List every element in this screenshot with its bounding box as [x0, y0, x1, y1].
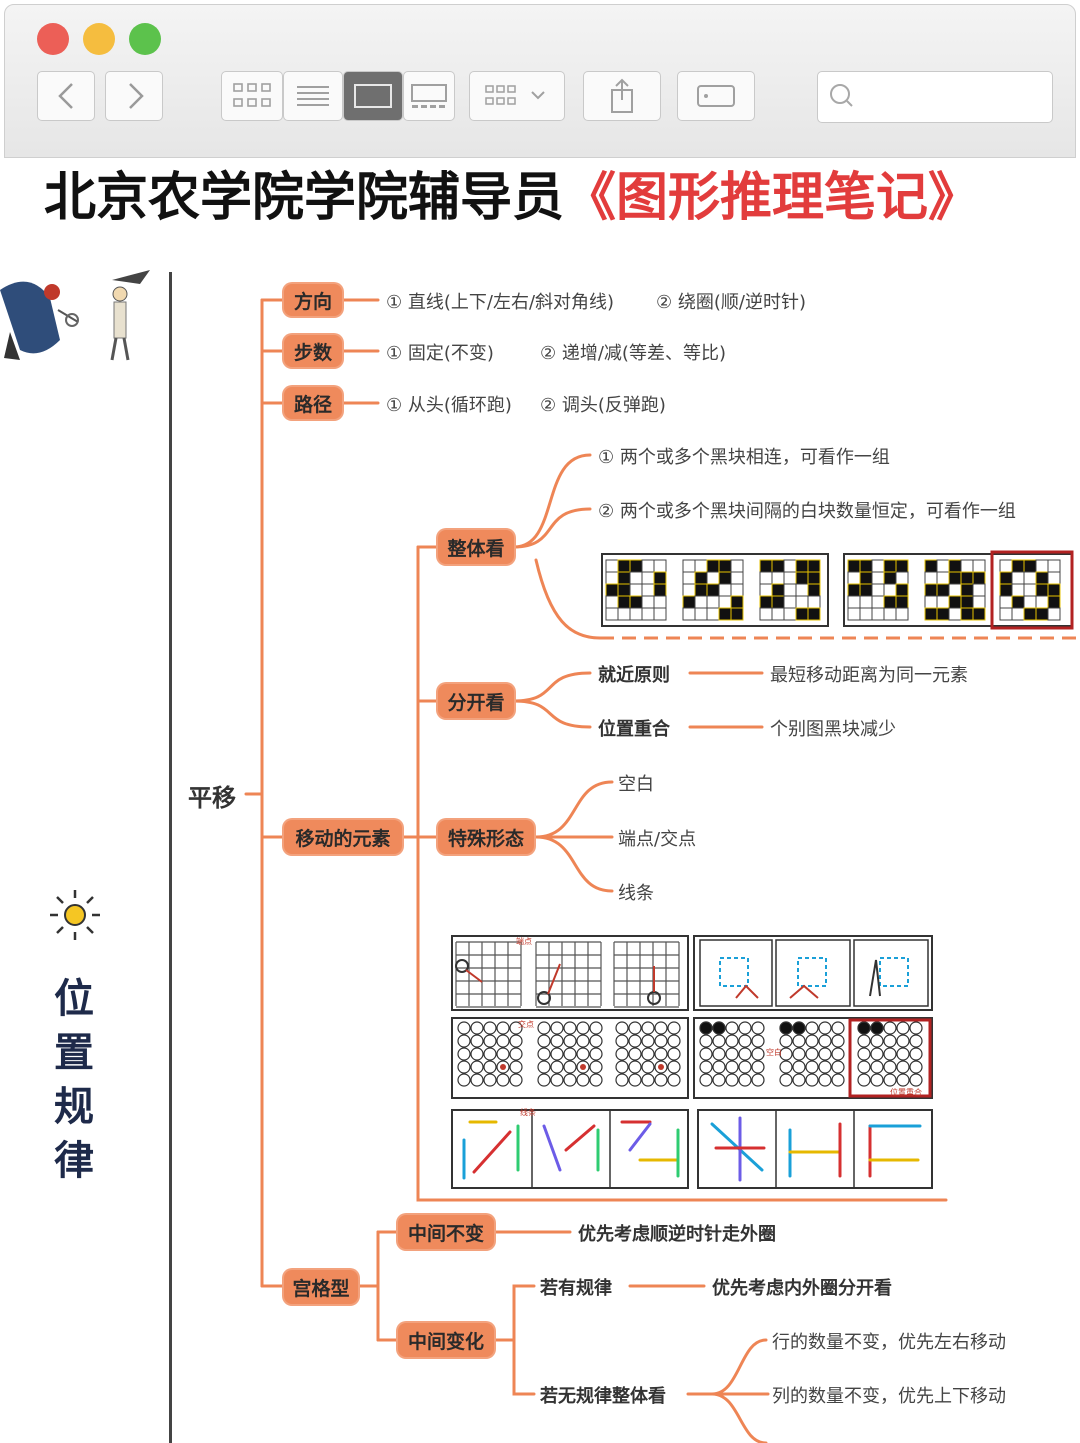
intersection-label: 交点 — [518, 1019, 534, 1029]
side-title-char: 置 — [54, 1029, 94, 1076]
position-overlap-desc: 个别图黑块减少 — [770, 719, 896, 740]
irregular-key: 若无规律整体看 — [540, 1386, 666, 1407]
tag-icon — [697, 85, 735, 107]
tag-button[interactable] — [677, 71, 755, 121]
column-icon — [354, 84, 392, 108]
page-title: 北京农学院学院辅导员《图形推理笔记》 — [44, 158, 1064, 238]
lines-label: 线条 — [520, 1107, 536, 1117]
chevron-left-icon — [58, 83, 73, 109]
cartoon-illustration — [0, 270, 150, 361]
forward-button[interactable] — [105, 71, 163, 121]
tag-overall-view: 整体看 — [438, 530, 514, 564]
regular-desc: 优先考虑内外圈分开看 — [712, 1278, 892, 1299]
icon-view-button[interactable] — [221, 71, 283, 121]
window-titlebar — [4, 4, 1076, 158]
pattern-grid — [605, 559, 667, 621]
irregular-item-2: 列的数量不变，优先上下移动 — [772, 1386, 1006, 1407]
tag-path: 路径 — [284, 387, 342, 419]
search-icon — [830, 84, 853, 107]
special-endpoint: 端点/交点 — [618, 829, 697, 850]
direction-item-1: ① 直线(上下/左右/斜对角线) — [386, 292, 615, 313]
side-title-char: 位 — [54, 975, 94, 1022]
path-item-2: ② 调头(反弹跑) — [540, 395, 666, 416]
search-input[interactable] — [817, 71, 1053, 123]
list-view-button[interactable] — [283, 71, 343, 121]
overall-item-1: ① 两个或多个黑块相连，可看作一组 — [598, 447, 890, 468]
special-lines: 线条 — [618, 883, 654, 904]
special-blank: 空白 — [618, 774, 654, 795]
middle-unchanged-desc: 优先考虑顺逆时针走外圈 — [578, 1224, 776, 1245]
root-node: 平移 — [188, 783, 236, 812]
sun-icon — [50, 890, 100, 940]
title-main: 北京农学院学院辅导员 — [44, 167, 565, 228]
endpoint-label: 端点 — [516, 936, 532, 946]
tag-steps: 步数 — [284, 335, 342, 367]
back-button[interactable] — [37, 71, 95, 121]
tag-direction: 方向 — [284, 284, 342, 316]
nearest-principle: 就近原则 — [598, 665, 670, 686]
list-icon — [297, 86, 329, 106]
pattern-grid — [924, 559, 986, 621]
grid-dropdown-icon — [485, 85, 545, 105]
steps-item-1: ① 固定(不变) — [386, 343, 494, 364]
tag-middle-changed: 中间变化 — [398, 1323, 494, 1357]
tag-middle-unchanged: 中间不变 — [398, 1215, 494, 1249]
endpoint-marks — [455, 959, 661, 1005]
tag-separate-view: 分开看 — [438, 684, 514, 718]
title-book: 《图形推理笔记》 — [564, 167, 981, 228]
share-icon — [611, 78, 633, 113]
path-item-1: ① 从头(循环跑) — [386, 395, 512, 416]
pattern-grid — [759, 559, 821, 621]
column-view-button[interactable] — [343, 71, 403, 121]
tag-grid-type: 宫格型 — [284, 1270, 358, 1304]
position-overlap: 位置重合 — [598, 719, 670, 740]
colored-line-marks — [462, 1116, 922, 1182]
blank-square-marks — [719, 957, 909, 999]
chevron-right-icon — [129, 83, 144, 109]
overlap-label: 位置重合 — [890, 1087, 922, 1097]
side-title-char: 律 — [54, 1137, 94, 1184]
pattern-grid — [847, 559, 909, 621]
blank-label: 空白 — [766, 1047, 782, 1057]
direction-item-2: ② 绕圈(顺/逆时针) — [656, 292, 806, 313]
cartoon-figure-left — [0, 281, 79, 360]
steps-item-2: ② 递增/减(等差、等比) — [540, 343, 726, 364]
irregular-item-1: 行的数量不变，优先左右移动 — [772, 1332, 1006, 1353]
gallery-icon — [411, 84, 447, 108]
overall-item-2: ② 两个或多个黑块间隔的白块数量恒定，可看作一组 — [598, 501, 1016, 522]
tag-special-forms: 特殊形态 — [438, 820, 534, 854]
zoom-window-button[interactable] — [129, 23, 161, 55]
endpoint-panels — [451, 935, 933, 1011]
minimize-window-button[interactable] — [83, 23, 115, 55]
gallery-view-button[interactable] — [403, 71, 455, 121]
grid-icon — [233, 83, 271, 107]
group-by-dropdown[interactable] — [469, 71, 565, 121]
close-window-button[interactable] — [37, 23, 69, 55]
side-title-char: 规 — [54, 1083, 94, 1130]
tag-moving-elements: 移动的元素 — [284, 820, 402, 854]
share-button[interactable] — [583, 71, 661, 121]
nearest-principle-desc: 最短移动距离为同一元素 — [770, 665, 968, 686]
sidebar-divider — [169, 272, 172, 1443]
cartoon-figure-right — [110, 270, 150, 361]
regular-key: 若有规律 — [540, 1278, 612, 1299]
pattern-grid — [999, 559, 1061, 621]
pattern-grid — [682, 559, 744, 621]
